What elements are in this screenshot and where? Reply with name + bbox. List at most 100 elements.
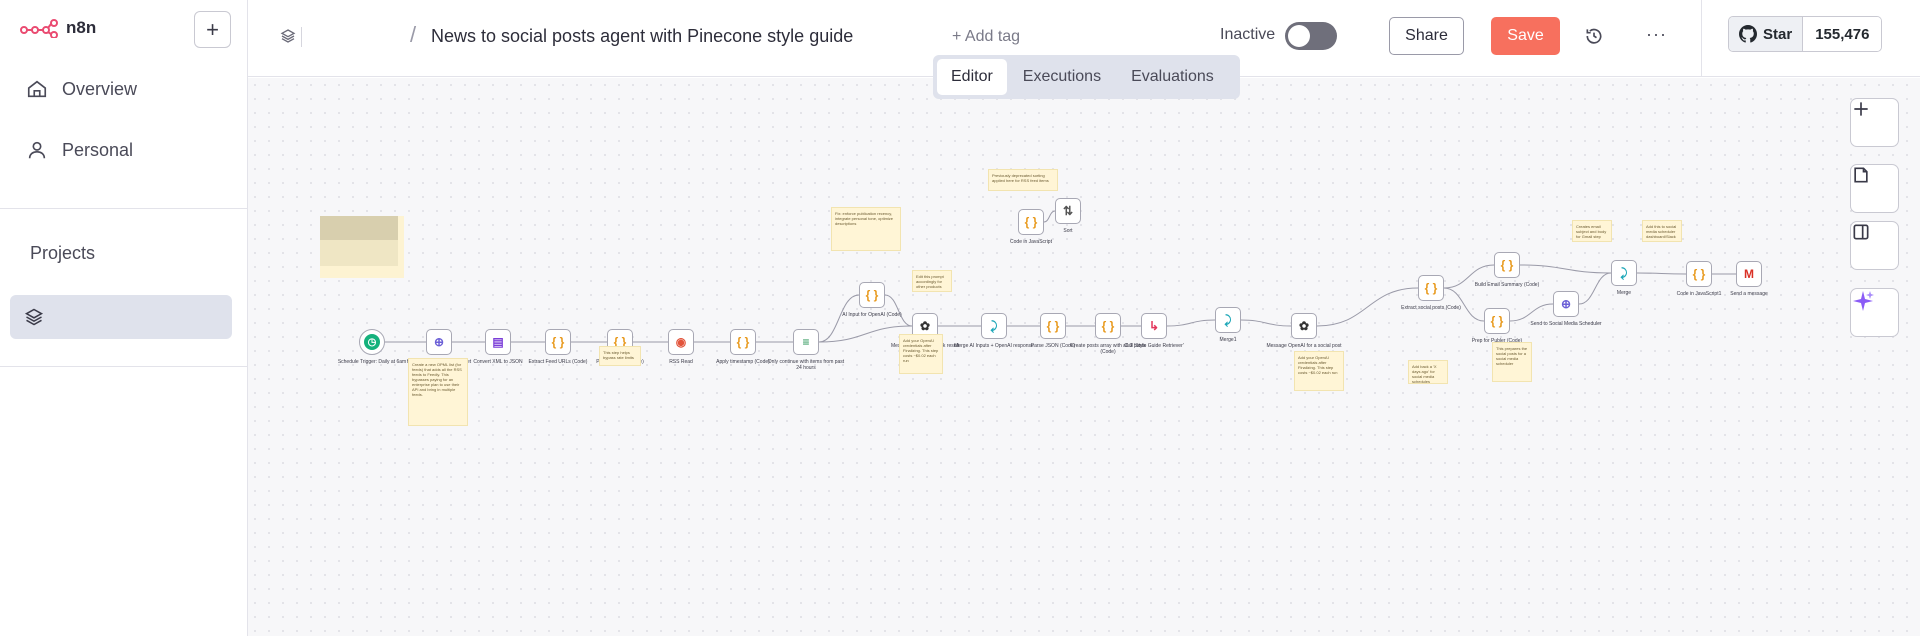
toggle-panel-button[interactable]: [1850, 221, 1899, 270]
node-label: Sort: [1063, 228, 1073, 234]
create-button[interactable]: +: [194, 11, 231, 48]
node-box[interactable]: ≡: [793, 329, 819, 355]
connection-line: [818, 294, 860, 343]
sticky-note[interactable]: Add this to social media scheduler dashb…: [1642, 220, 1682, 242]
sticky-note[interactable]: Creates email subject and body for Gmail…: [1572, 220, 1612, 242]
workflow-status-label: Inactive: [1220, 26, 1276, 43]
sticky-note[interactable]: Previously deprecated sorting applied he…: [988, 169, 1058, 191]
node-label: Call 'Style Guide Retriever': [1124, 343, 1184, 349]
sidebar-item-personal[interactable]: Personal: [26, 139, 133, 161]
layers-icon[interactable]: [280, 28, 296, 44]
github-star-button[interactable]: Star: [1729, 17, 1804, 51]
sticky-note[interactable]: Create a new OPML list (for feeds) that …: [408, 358, 468, 426]
node-label: Create posts array with all 3 posts (Cod…: [1070, 343, 1146, 355]
workflow-title[interactable]: News to social posts agent with Pinecone…: [431, 26, 854, 46]
node-box[interactable]: { }: [730, 329, 756, 355]
tab-evaluations[interactable]: Evaluations: [1131, 68, 1214, 85]
clock-icon: ◷: [364, 334, 380, 350]
node-box[interactable]: ⇅: [1055, 198, 1081, 224]
node-box[interactable]: { }: [1484, 308, 1510, 334]
openai-icon: ✿: [919, 319, 931, 333]
node-box[interactable]: { }: [545, 329, 571, 355]
add-tag-button[interactable]: + Add tag: [952, 28, 1021, 45]
node-box[interactable]: ⊕: [426, 329, 452, 355]
code-icon: { }: [613, 335, 627, 349]
connection-line: [1519, 264, 1612, 274]
ai-assistant-button[interactable]: [1850, 288, 1899, 337]
brand[interactable]: n8n: [20, 18, 96, 38]
node-label: Code in JavaScript1: [1676, 291, 1722, 297]
code-icon: { }: [1046, 319, 1060, 333]
node-box[interactable]: ⤸: [1215, 307, 1241, 333]
node-label: RSS Read: [669, 359, 693, 365]
breadcrumb-slash: /: [410, 22, 417, 47]
code-icon: { }: [1500, 258, 1514, 272]
save-button[interactable]: Save: [1491, 17, 1560, 55]
node-label: Parse JSON (Code): [1030, 343, 1076, 349]
plus-icon: [1854, 102, 1868, 116]
tab-editor[interactable]: Editor: [937, 59, 1007, 95]
sticky-note[interactable]: Fix: enforce publication recency, integr…: [831, 207, 901, 251]
node-label: Schedule Trigger: Daily at 6am: [337, 359, 407, 365]
image-placeholder: [320, 216, 404, 278]
node-box[interactable]: { }: [1494, 252, 1520, 278]
node-box[interactable]: { }: [1018, 209, 1044, 235]
node-box[interactable]: ⤸: [1611, 260, 1637, 286]
sidebar-item-overview[interactable]: Overview: [26, 78, 137, 100]
node-box[interactable]: { }: [1418, 275, 1444, 301]
node-box[interactable]: ◉: [668, 329, 694, 355]
code-icon: { }: [736, 335, 750, 349]
active-toggle[interactable]: [1285, 22, 1337, 50]
node-box[interactable]: { }: [1040, 313, 1066, 339]
github-star-count: 155,476: [1803, 17, 1882, 51]
home-icon: [27, 80, 47, 98]
sidebar-divider: [0, 208, 248, 209]
connection-line: [1043, 210, 1056, 223]
node-label: AI Input for OpenAI (Code): [842, 312, 902, 318]
share-button[interactable]: Share: [1389, 17, 1464, 55]
node-label: Merge1: [1219, 337, 1237, 343]
header-divider: [1701, 0, 1702, 77]
history-icon[interactable]: [1584, 26, 1604, 46]
sticky-note[interactable]: Edit this prompt accordingly for other p…: [912, 270, 952, 292]
node-box[interactable]: ⊕: [1553, 291, 1579, 317]
sidebar-divider: [0, 366, 248, 367]
node-box[interactable]: M: [1736, 261, 1762, 287]
openai-icon: ✿: [1298, 319, 1310, 333]
node-box[interactable]: ◷: [359, 329, 385, 355]
node-box[interactable]: ↳: [1141, 313, 1167, 339]
rss-icon: ◉: [675, 335, 687, 349]
tab-executions[interactable]: Executions: [1022, 68, 1102, 85]
sticky-note[interactable]: Add back a 'X days ago' for social media…: [1408, 360, 1448, 384]
add-sticky-button[interactable]: [1850, 164, 1899, 213]
node-box[interactable]: ✿: [1291, 313, 1317, 339]
node-box[interactable]: { }: [1686, 261, 1712, 287]
sidebar-item-label: Overview: [62, 78, 138, 99]
node-label: Code in JavaScript: [1010, 239, 1052, 245]
sticky-note[interactable]: Add your OpenAI credentials after Finali…: [1294, 351, 1344, 391]
projects-heading: Projects: [30, 243, 96, 263]
sticky-note[interactable]: Add your OpenAI credentials after Finali…: [899, 334, 943, 374]
more-options-button[interactable]: ···: [1646, 24, 1667, 44]
node-label: Merge: [1616, 290, 1632, 296]
node-box[interactable]: { }: [859, 282, 885, 308]
sticky-note[interactable]: This prepares the social posts for a soc…: [1492, 342, 1532, 382]
node-label: Extract social posts (Code): [1401, 305, 1461, 311]
connection-line: [884, 294, 913, 327]
github-star-widget[interactable]: Star 155,476: [1728, 16, 1883, 52]
connection-line: [1443, 264, 1495, 289]
user-icon: [28, 141, 46, 159]
github-icon: [1739, 25, 1757, 43]
workflow-canvas[interactable]: ◷Schedule Trigger: Daily at 6am⊕HTTP Req…: [248, 78, 1920, 636]
globe-icon: ⊕: [433, 335, 445, 349]
code-icon: { }: [865, 288, 879, 302]
node-box[interactable]: ▤: [485, 329, 511, 355]
sidebar: n8n + Overview Personal Projects: [0, 0, 248, 636]
add-node-button[interactable]: [1850, 98, 1899, 147]
sticky-note[interactable]: This step helps bypass rate limits: [599, 346, 641, 366]
view-tabs: Editor Executions Evaluations: [933, 55, 1240, 99]
node-box[interactable]: { }: [1095, 313, 1121, 339]
node-box[interactable]: ⤸: [981, 313, 1007, 339]
sidebar-item-project[interactable]: [10, 295, 232, 339]
toggle-knob: [1288, 25, 1310, 47]
